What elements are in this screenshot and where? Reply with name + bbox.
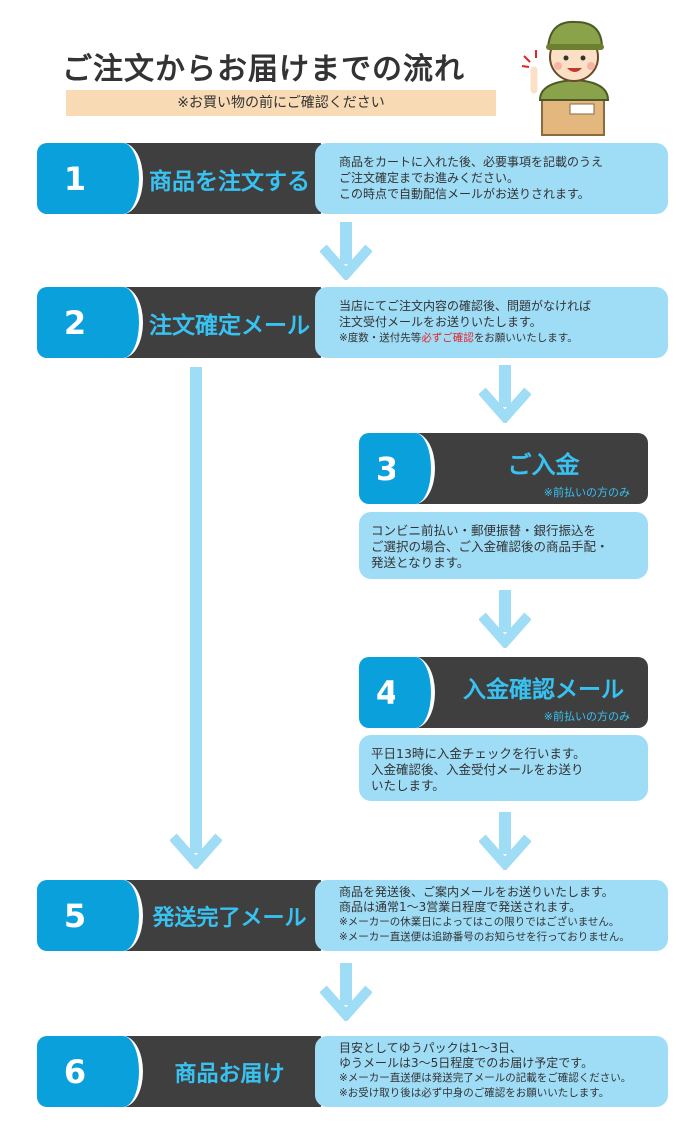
- desc-line: 平日13時に入金チェックを行います。: [371, 746, 586, 761]
- step-number: 2: [37, 287, 143, 358]
- step-number: 6: [37, 1036, 143, 1107]
- step-description: 目安としてゆうパックは1～3日、 ゆうメールは3～5日程度でのお届け予定です。 …: [315, 1036, 668, 1107]
- step-3-description: コンビニ前払い・郵便振替・銀行振込を ご選択の場合、ご入金確認後の商品手配・ 発…: [359, 512, 648, 579]
- step-number: 5: [37, 880, 143, 951]
- step-title: 商品お届け: [107, 1036, 332, 1107]
- step-4: 4 入金確認メール ※前払いの方のみ: [359, 657, 648, 728]
- step-title: ご入金 ※前払いの方のみ: [409, 433, 648, 504]
- arrow-down-icon: [320, 222, 372, 280]
- step-description: 当店にてご注文内容の確認後、問題がなければ 注文受付メールをお送りいたします。 …: [315, 287, 668, 358]
- header-note: ※お買い物の前にご確認ください: [66, 90, 496, 116]
- desc-line: ゆうメールは3～5日程度でのお届け予定です。: [339, 1056, 594, 1070]
- step-title-text: 入金確認メール: [463, 676, 624, 703]
- step-number: 3: [359, 433, 435, 504]
- arrow-down-icon: [320, 963, 372, 1021]
- arrow-down-icon: [479, 590, 531, 648]
- note-text: をお願いいたします。: [473, 332, 578, 344]
- desc-note: ※お受け取り後は必ず中身のご確認をお願いいたします。: [339, 1087, 610, 1099]
- desc-note: ※メーカー直送便は発送完了メールの記載をご確認ください。: [339, 1072, 632, 1084]
- arrow-down-icon: [479, 365, 531, 423]
- step-3: 3 ご入金 ※前払いの方のみ: [359, 433, 648, 504]
- note-text: ※度数・送付先等: [339, 332, 422, 344]
- step-description: 商品を発送後、ご案内メールをお送りいたします。 商品は通常1～3営業日程度で発送…: [315, 880, 668, 951]
- step-number: 1: [37, 143, 143, 214]
- step-subnote: ※前払いの方のみ: [543, 710, 630, 723]
- step-title: 入金確認メール ※前払いの方のみ: [409, 657, 648, 728]
- desc-line: 入金確認後、入金受付メールをお送り: [371, 762, 584, 777]
- desc-line: 目安としてゆうパックは1～3日、: [339, 1041, 522, 1055]
- step-subnote: ※前払いの方のみ: [543, 486, 630, 499]
- step-1: 1 商品を注文する 商品をカートに入れた後、必要事項を記載のうえ ご注文確定まで…: [37, 143, 668, 214]
- desc-line: ご注文確定までお進みください。: [339, 171, 520, 185]
- step-title: 発送完了メール: [107, 880, 332, 951]
- step-4-description: 平日13時に入金チェックを行います。 入金確認後、入金受付メールをお送り いたし…: [359, 735, 648, 801]
- desc-line: この時点で自動配信メールがお送りされます。: [339, 187, 590, 201]
- desc-note: ※メーカー直送便は追跡番号のお知らせを行っておりません。: [339, 931, 630, 943]
- step-6: 6 商品お届け 目安としてゆうパックは1～3日、 ゆうメールは3～5日程度でのお…: [37, 1036, 668, 1107]
- step-5: 5 発送完了メール 商品を発送後、ご案内メールをお送りいたします。 商品は通常1…: [37, 880, 668, 951]
- long-arrow-down-icon: [170, 367, 222, 869]
- step-title: 商品を注文する: [107, 143, 332, 214]
- desc-line: コンビニ前払い・郵便振替・銀行振込を: [371, 523, 597, 538]
- page-title: ご注文からお届けまでの流れ: [62, 52, 465, 87]
- step-number: 4: [359, 657, 435, 728]
- arrow-down-icon: [479, 812, 531, 870]
- desc-line: 商品は通常1～3営業日程度で発送されます。: [339, 900, 582, 914]
- desc-line: ご選択の場合、ご入金確認後の商品手配・: [371, 539, 609, 554]
- desc-note: ※度数・送付先等必ずご確認をお願いいたします。: [339, 330, 668, 346]
- desc-line: 注文受付メールをお送りいたします。: [339, 315, 542, 329]
- step-title: 注文確定メール: [107, 287, 332, 358]
- delivery-staff-illustration: [521, 20, 610, 136]
- desc-line: 当店にてご注文内容の確認後、問題がなければ: [339, 299, 592, 313]
- note-emphasis: 必ずご確認: [421, 332, 474, 344]
- step-description: 商品をカートに入れた後、必要事項を記載のうえ ご注文確定までお進みください。 こ…: [315, 143, 668, 214]
- desc-line: 商品を発送後、ご案内メールをお送りいたします。: [339, 885, 614, 899]
- desc-line: 発送となります。: [371, 555, 470, 570]
- desc-line: いたします。: [371, 778, 445, 793]
- step-2: 2 注文確定メール 当店にてご注文内容の確認後、問題がなければ 注文受付メールを…: [37, 287, 668, 358]
- step-title-text: ご入金: [507, 451, 580, 479]
- desc-note: ※メーカーの休業日によってはこの限りではございません。: [339, 916, 620, 928]
- desc-line: 商品をカートに入れた後、必要事項を記載のうえ: [339, 155, 604, 169]
